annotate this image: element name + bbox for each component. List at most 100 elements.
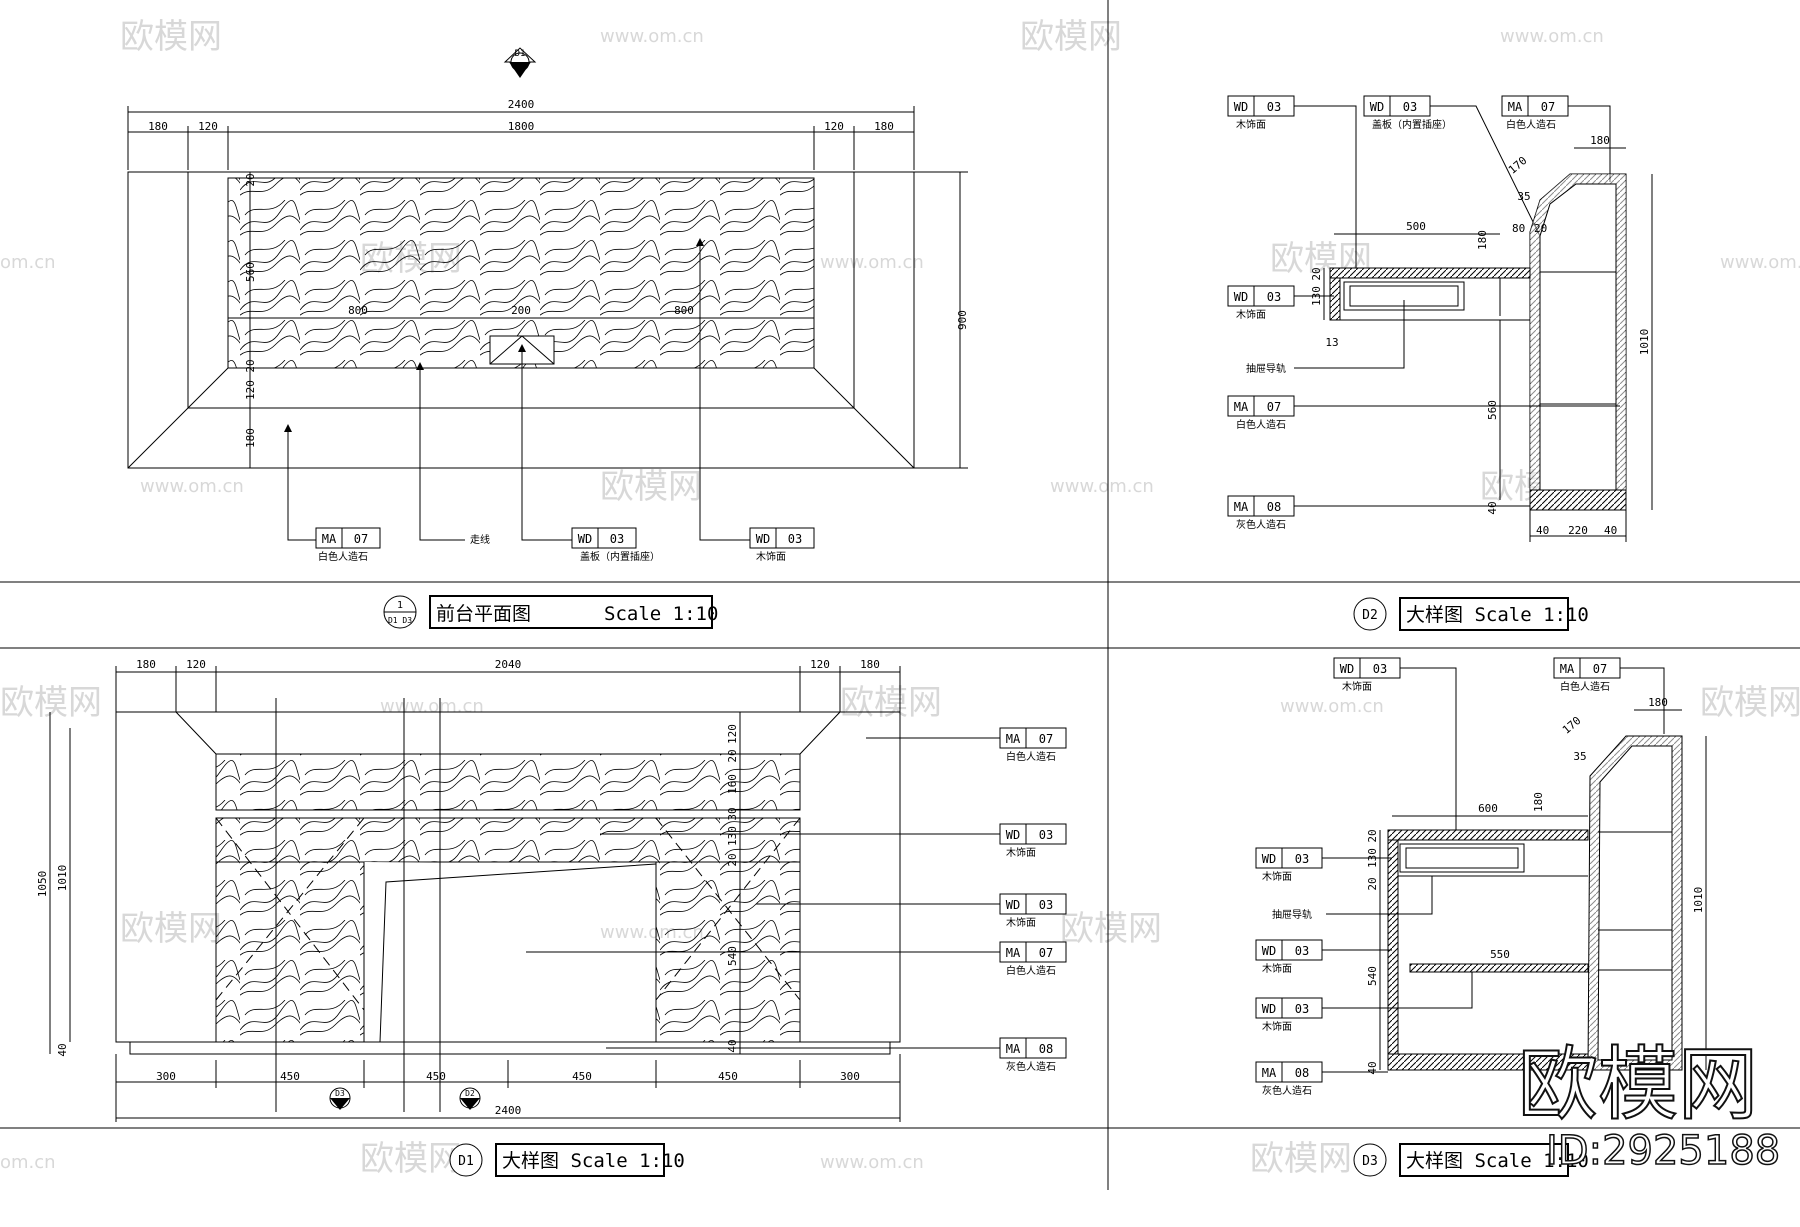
- tag-code: WD: [1006, 828, 1020, 842]
- tag-code: WD: [578, 532, 592, 546]
- title-text: 大样图 Scale 1:10: [1406, 604, 1589, 626]
- dim-label: 20: [1534, 222, 1547, 235]
- material-tag: WD 03 木饰面: [999, 893, 1067, 929]
- dim-label: 20: [1310, 267, 1323, 280]
- watermark-brand: 欧模网: [1020, 17, 1122, 57]
- dim-label: 560: [1486, 400, 1499, 420]
- title-number: 1: [397, 600, 403, 611]
- dim-label: 35: [1517, 190, 1530, 203]
- tag-number: 03: [1267, 290, 1281, 304]
- tag-code: MA: [1262, 1066, 1277, 1080]
- tag-code: WD: [1262, 1002, 1276, 1016]
- d3-title: D3 大样图 Scale 1:10: [1353, 1143, 1589, 1177]
- tag-note: 灰色人造石: [1262, 1084, 1312, 1097]
- material-tag: MA 07 白色人造石: [1227, 395, 1295, 431]
- tag-number: 03: [1039, 898, 1053, 912]
- dim-label: 120: [726, 724, 739, 744]
- dim-label: 180: [1532, 792, 1545, 812]
- dim-label: 40: [1604, 524, 1617, 537]
- tag-number: 08: [1267, 500, 1281, 514]
- tag-code: WD: [1262, 852, 1276, 866]
- elevation-d1: 180 120 2040 120 180 120 20 160 30 130 2…: [36, 658, 1067, 1177]
- tag-number: 03: [1295, 1002, 1309, 1016]
- title-text: 大样图 Scale 1:10: [1406, 1150, 1589, 1172]
- tag-note: 走线: [470, 533, 490, 546]
- tag-note: 白色人造石: [318, 550, 368, 563]
- dim-label: 180: [1648, 696, 1668, 709]
- dim-label: 40: [1486, 501, 1499, 514]
- section-marker-d3: D3: [329, 1087, 351, 1110]
- dim-label: 120: [244, 380, 257, 400]
- sheet-dividers: [0, 0, 1800, 1190]
- dim-label: 180: [1590, 134, 1610, 147]
- tag-note: 白色人造石: [1560, 680, 1610, 693]
- material-tag: WD 03 盖板（内置插座）: [1363, 95, 1452, 131]
- tag-code: WD: [1234, 100, 1248, 114]
- tag-number: 07: [1039, 732, 1053, 746]
- tag-code: MA: [1006, 1042, 1021, 1056]
- tag-number: 03: [1267, 100, 1281, 114]
- watermark-site: www.om.cn: [140, 476, 244, 497]
- plan-view: D1 2400 180 120 1800 120 180 800 200 800: [127, 47, 969, 629]
- title-number: D3: [1362, 1154, 1378, 1169]
- tag-code: WD: [756, 532, 770, 546]
- dim-label: 1010: [56, 865, 69, 892]
- d1-title: D1 大样图 Scale 1:10: [449, 1143, 685, 1177]
- dim-label: 300: [840, 1070, 860, 1083]
- watermark-site: om.cn: [0, 1152, 56, 1173]
- title-text: 前台平面图: [436, 603, 531, 625]
- tag-note: 白色人造石: [1006, 964, 1056, 977]
- tag-number: 07: [1267, 400, 1281, 414]
- tag-code: MA: [1234, 500, 1249, 514]
- tag-number: 03: [1039, 828, 1053, 842]
- tag-note: 木饰面: [1236, 308, 1266, 321]
- dim-label: 220: [1568, 524, 1588, 537]
- dim-label: 540: [1366, 966, 1379, 986]
- dim-label: 20: [1366, 877, 1379, 890]
- section-marker-d2: D2: [459, 1087, 481, 1110]
- tag-note: 木饰面: [756, 550, 786, 563]
- tag-code: MA: [1006, 946, 1021, 960]
- material-tag: WD 03 木饰面: [1255, 939, 1323, 975]
- dim-label: 40: [726, 1039, 739, 1052]
- title-text: 大样图 Scale 1:10: [502, 1150, 685, 1172]
- tag-number: 07: [1039, 946, 1053, 960]
- dim-label: 550: [1490, 948, 1510, 961]
- watermark-brand: 欧模网: [1250, 1139, 1352, 1179]
- dim-label: 40: [56, 1043, 69, 1056]
- dim-label: 20: [244, 359, 257, 372]
- tag-note: 盖板（内置插座）: [1372, 118, 1452, 131]
- watermark-site: www.om.cn: [1720, 252, 1800, 273]
- dim-label: 800: [674, 304, 694, 317]
- tag-code: MA: [1234, 400, 1249, 414]
- tag-number: 03: [1295, 944, 1309, 958]
- dim-label: 20: [726, 853, 739, 866]
- dim-label: 300: [156, 1070, 176, 1083]
- dim-total-width: 2400: [508, 98, 535, 111]
- watermark-site: www.om.cn: [1500, 26, 1604, 47]
- dim-label: 180: [860, 658, 880, 671]
- tag-number: 03: [788, 532, 802, 546]
- tag-note: 木饰面: [1262, 1020, 1292, 1033]
- dim-label: 80: [1512, 222, 1525, 235]
- tag-number: 08: [1039, 1042, 1053, 1056]
- material-tag: MA 08 灰色人造石: [1255, 1061, 1323, 1097]
- tag-code: WD: [1370, 100, 1384, 114]
- tag-note: 木饰面: [1262, 870, 1292, 883]
- material-tag: MA 07 白色人造石: [999, 727, 1067, 763]
- brand-watermark: 欧模网 ID:2925188: [1517, 1037, 1781, 1175]
- material-tag: WD 03 木饰面: [1255, 997, 1323, 1033]
- marker-label: D2: [465, 1089, 475, 1098]
- dim-label: 180: [136, 658, 156, 671]
- tag-note: 灰色人造石: [1236, 518, 1286, 531]
- material-tag: WD 03 木饰面: [1333, 657, 1401, 693]
- dim-label: 1050: [36, 871, 49, 898]
- watermark-brand: 欧模网: [360, 1139, 462, 1179]
- tag-number: 07: [1593, 662, 1607, 676]
- title-sub: D1 D3: [388, 616, 412, 625]
- dim-label: 1010: [1638, 329, 1651, 356]
- tag-number: 03: [1295, 852, 1309, 866]
- watermark-id: ID:2925188: [1546, 1128, 1780, 1174]
- tag-code: WD: [1262, 944, 1276, 958]
